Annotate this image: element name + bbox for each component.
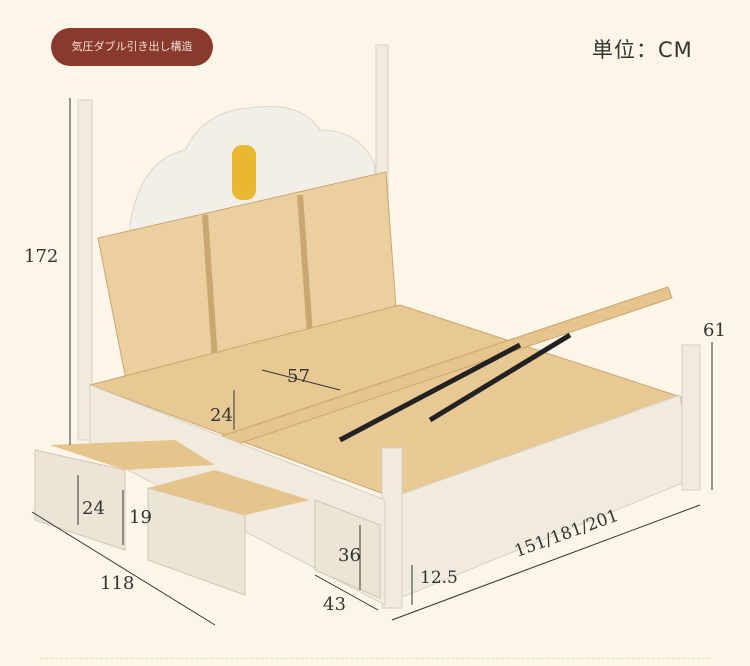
dim-clearance: 12.5 [420, 568, 458, 588]
dim-side-drawer-height: 36 [338, 545, 361, 566]
gas-strut-left [338, 342, 522, 443]
dim-length: 118 [100, 573, 135, 594]
dim-height-total: 172 [24, 246, 59, 267]
drawer-front-left [34, 449, 126, 551]
feature-badge: 気圧ダブル引き出し構造 [51, 28, 213, 66]
headboard-accent [232, 145, 256, 200]
bottom-divider [40, 658, 710, 659]
unit-label: 単位：CM [592, 38, 693, 62]
dim-drawer-inner-height: 19 [129, 507, 152, 528]
dim-side-drawer-depth: 43 [323, 594, 346, 615]
headboard-post-left [77, 99, 93, 441]
footboard-post-right [681, 344, 701, 491]
drawer-front-side [314, 499, 381, 599]
gas-strut-right [428, 332, 572, 423]
dim-drawer-height: 24 [82, 498, 105, 519]
drawer-left-inside [50, 440, 215, 470]
dim-height-footboard: 61 [703, 320, 726, 341]
dim-inner-depth: 24 [210, 405, 233, 426]
dim-inner-compartment: 57 [287, 366, 310, 387]
dimension-lines [31, 98, 713, 626]
drawer-middle-inside [148, 470, 310, 515]
